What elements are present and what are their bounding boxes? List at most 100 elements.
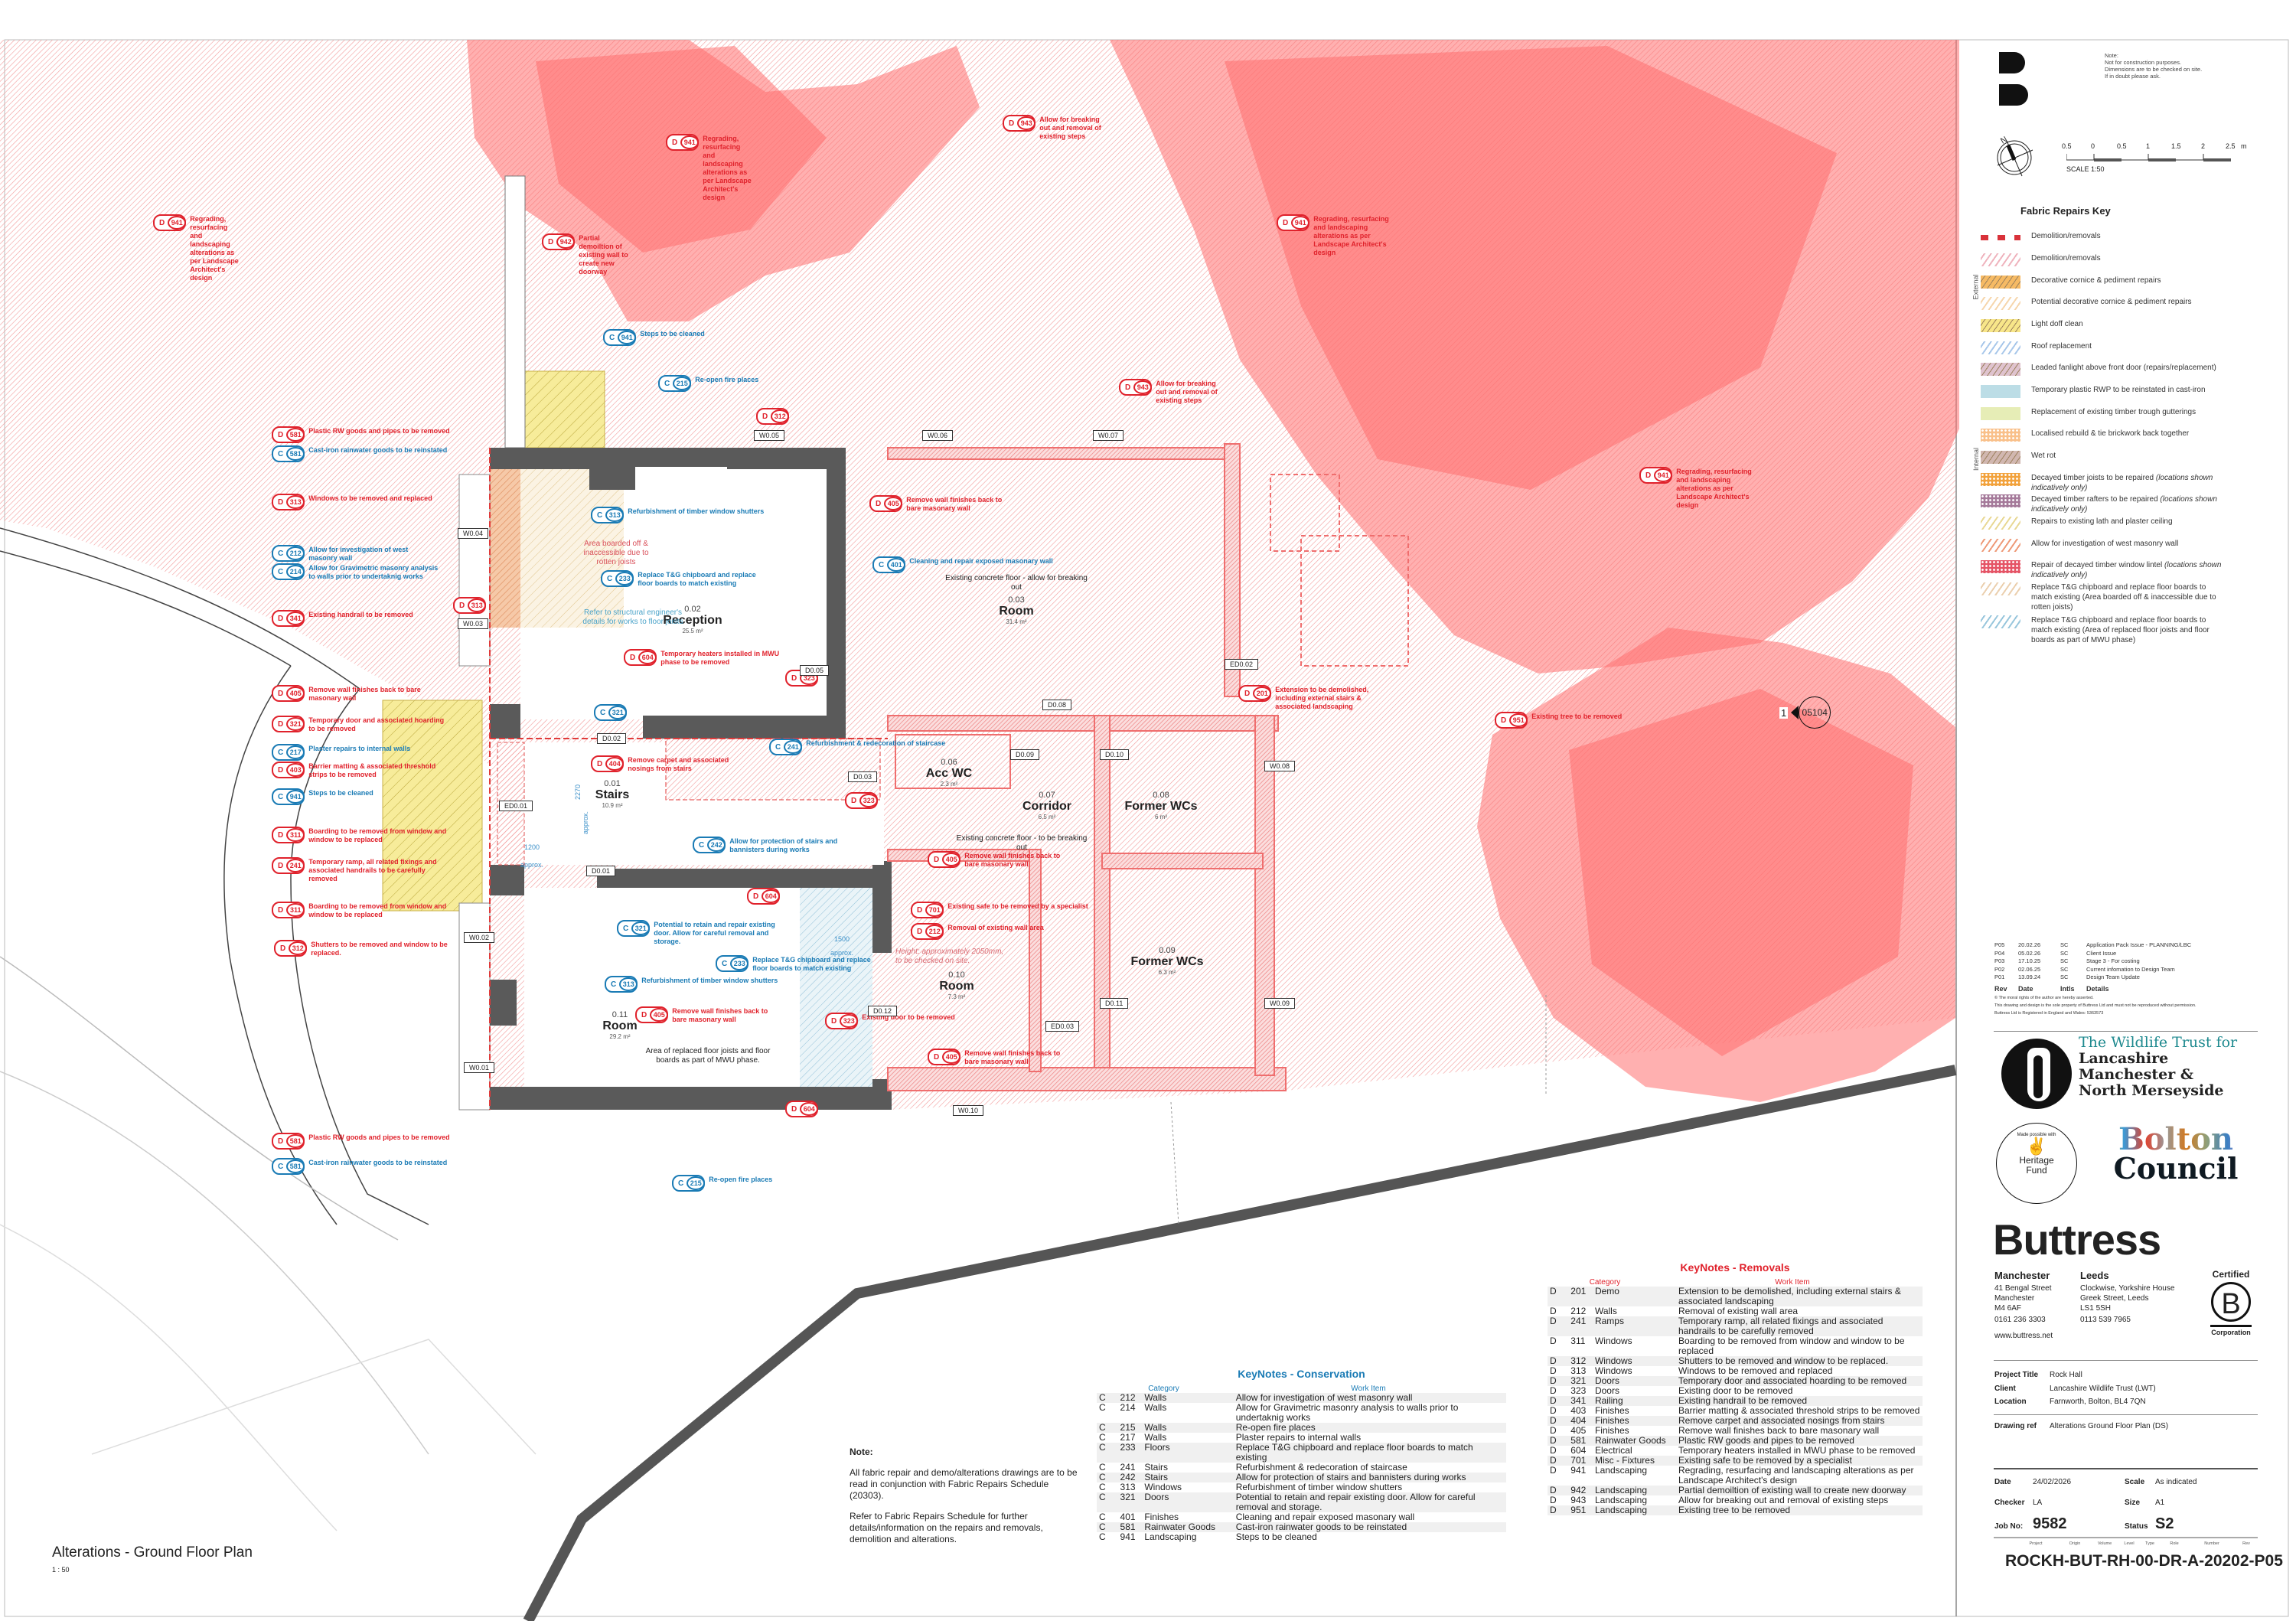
office-address: Manchester: [1994, 1294, 2035, 1303]
legend-label-text: Decayed timber rafters to be repaired: [2031, 495, 2158, 504]
keynote-code: 321: [1568, 1376, 1593, 1386]
keynotes-removals-title: KeyNotes - Removals: [1680, 1261, 1790, 1274]
room-area: 6 m²: [1155, 814, 1167, 820]
keynote-type: D: [278, 905, 284, 915]
keynote-type: C: [1099, 1432, 1106, 1443]
keynote-type: D: [159, 218, 165, 227]
room-area: 6.3 m²: [1158, 969, 1176, 976]
legend-item: Roof replacement: [1981, 341, 2092, 354]
keynote-code: 405: [286, 687, 305, 700]
keynote-code: 313: [1120, 1482, 1136, 1492]
legend-label-text: Replace T&G chipboard and replace floor …: [2031, 583, 2216, 612]
keynote-type: C: [597, 510, 603, 520]
section-marker[interactable]: 1 05104: [1779, 696, 1831, 729]
keynote-type: D: [1548, 1356, 1569, 1366]
keynote-work-item: Barrier matting & associated threshold s…: [1678, 1405, 1920, 1416]
legend-item: Replacement of existing timber trough gu…: [1981, 407, 2196, 420]
keynote-code: 212: [1117, 1393, 1143, 1403]
keynote-type: C: [1097, 1443, 1118, 1463]
keynote-work-item: Existing safe to be removed by a special…: [1676, 1456, 1923, 1466]
office-city: Manchester: [1994, 1270, 2050, 1281]
keynote-type: D: [1550, 1465, 1557, 1476]
buttress-b-logo: [1999, 52, 2028, 106]
keynote-code: 941: [1291, 216, 1310, 230]
legend-swatch-dots: [1981, 494, 2020, 507]
keynote-category: Landscaping: [1144, 1531, 1197, 1542]
keynote-category: Windows: [1594, 1365, 1632, 1376]
keynote-text: Allow for breaking out and removal of ex…: [1156, 380, 1218, 404]
website-link[interactable]: www.buttress.net: [1994, 1332, 2053, 1340]
keynote-text: Shutters to be removed and window to be …: [311, 941, 448, 957]
keynote-type: D: [278, 861, 284, 870]
